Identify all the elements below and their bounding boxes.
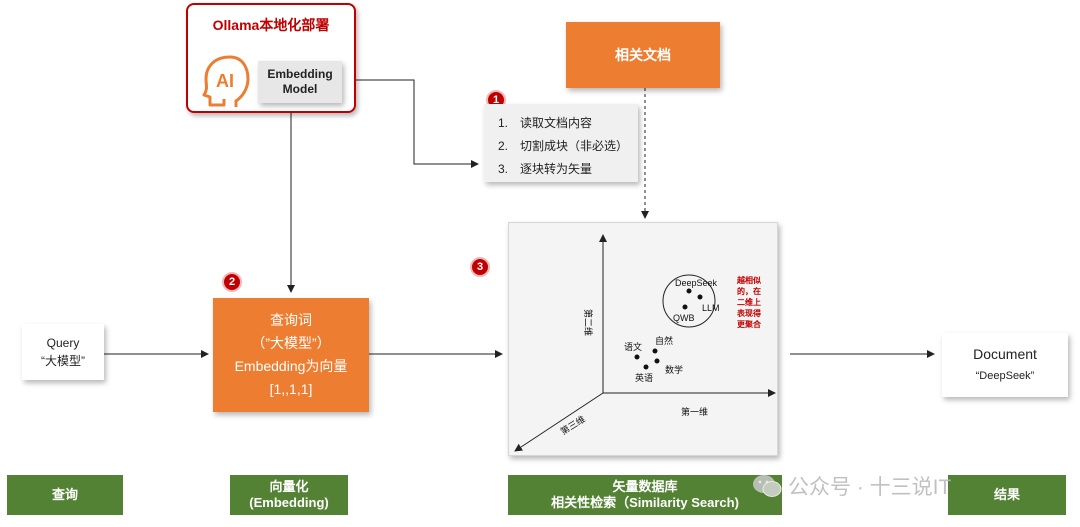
step-number: 3. bbox=[498, 162, 509, 176]
stage-sublabel: (Embedding) bbox=[249, 495, 329, 510]
ollama-title: Ollama本地化部署 bbox=[212, 17, 330, 33]
watermark-text: 公众号 · 十三说IT bbox=[788, 476, 952, 499]
point-qwb bbox=[682, 304, 688, 310]
similarity-note: 越相似 的，在 二维上 表现得 更聚合 bbox=[736, 275, 762, 329]
step-badge-3: 3 bbox=[470, 257, 490, 277]
svg-text:二维上: 二维上 bbox=[737, 297, 761, 307]
processing-steps-box: 1. 读取文档内容 2. 切割成块（非必选） 3. 逐块转为矢量 bbox=[484, 104, 638, 182]
label-qwb: QWB bbox=[673, 313, 695, 323]
stage-embedding-bar: 向量化 (Embedding) bbox=[230, 475, 348, 515]
label-yingyu: 英语 bbox=[635, 372, 653, 383]
result-document-box: Document “DeepSeek” bbox=[942, 333, 1068, 397]
step-item-1: 1. 读取文档内容 bbox=[498, 114, 592, 131]
point-ziran bbox=[652, 348, 658, 354]
z-axis bbox=[514, 392, 604, 452]
embedding-vector-value: [1,,1,1] bbox=[269, 381, 313, 397]
embedding-model-line1: Embedding bbox=[267, 67, 333, 81]
query-title: Query bbox=[46, 336, 80, 350]
point-yingyu bbox=[643, 364, 649, 370]
point-deepseek bbox=[686, 288, 692, 294]
ai-head-icon: AI bbox=[202, 55, 250, 107]
result-title: Document bbox=[973, 346, 1037, 362]
vector-space-plot: DeepSeek LLM QWB 自然 语文 数学 英语 第一维 第三维 第二维… bbox=[514, 234, 776, 452]
stage-result-bar: 结果 bbox=[948, 475, 1066, 515]
wechat-icon bbox=[753, 475, 782, 497]
point-shuxue bbox=[654, 358, 660, 364]
svg-text:越相似: 越相似 bbox=[736, 275, 761, 285]
svg-text:表现得: 表现得 bbox=[736, 308, 761, 318]
label-llm: LLM bbox=[702, 303, 720, 313]
vector-space-panel: DeepSeek LLM QWB 自然 语文 数学 英语 第一维 第三维 第二维… bbox=[508, 222, 778, 456]
svg-text:的，在: 的，在 bbox=[737, 286, 761, 296]
svg-text:更聚合: 更聚合 bbox=[737, 319, 762, 329]
watermark: 公众号 · 十三说IT bbox=[752, 466, 1052, 506]
step-text: 读取文档内容 bbox=[520, 116, 593, 130]
stage-label: 查询 bbox=[51, 487, 78, 502]
embedding-line1: 查询词 bbox=[270, 312, 312, 328]
result-value: “DeepSeek” bbox=[975, 370, 1035, 382]
stage-label: 向量化 bbox=[269, 479, 309, 494]
step-text: 逐块转为矢量 bbox=[520, 162, 593, 176]
ollama-to-steps-arrow bbox=[342, 79, 479, 168]
stage-vector-db-bar: 矢量数据库 相关性检索（Similarity Search) bbox=[508, 475, 782, 515]
stage-label: 结果 bbox=[993, 487, 1020, 502]
related-docs-box: 相关文档 bbox=[566, 22, 720, 88]
embedding-model-line2: Model bbox=[282, 82, 318, 96]
query-box: Query “大模型” bbox=[22, 324, 104, 380]
y-axis-label: 第二维 bbox=[583, 309, 594, 336]
label-yuwen: 语文 bbox=[624, 341, 642, 352]
step-number: 1. bbox=[498, 116, 509, 130]
ollama-deployment-box: Ollama本地化部署 AI Embedding Model bbox=[186, 3, 356, 113]
point-llm bbox=[697, 294, 703, 300]
cluster-circle bbox=[662, 274, 716, 328]
related-docs-label: 相关文档 bbox=[615, 47, 671, 63]
embedding-line2: （”大模型”） bbox=[251, 335, 331, 351]
step-text: 切割成块（非必选） bbox=[520, 139, 629, 153]
svg-text:AI: AI bbox=[216, 71, 234, 91]
stage-sublabel: 相关性检索（Similarity Search) bbox=[551, 495, 739, 510]
x-axis-label: 第一维 bbox=[681, 406, 708, 417]
label-shuxue: 数学 bbox=[665, 364, 683, 375]
step-number: 2. bbox=[498, 139, 509, 153]
step-badge-2: 2 bbox=[222, 272, 242, 292]
stage-query-bar: 查询 bbox=[7, 475, 123, 515]
step-item-3: 3. 逐块转为矢量 bbox=[498, 160, 592, 177]
stage-label: 矢量数据库 bbox=[612, 479, 678, 494]
z-axis-label: 第三维 bbox=[558, 413, 587, 437]
step-item-2: 2. 切割成块（非必选） bbox=[498, 137, 628, 154]
embedding-model-label: Embedding Model bbox=[258, 61, 342, 103]
label-deepseek: DeepSeek bbox=[675, 278, 718, 288]
label-ziran: 自然 bbox=[655, 335, 673, 346]
embedding-box: 查询词 （”大模型”） Embedding为向量 [1,,1,1] bbox=[213, 298, 369, 412]
point-yuwen bbox=[634, 354, 640, 360]
embedding-line3: Embedding为向量 bbox=[234, 358, 348, 374]
query-value: “大模型” bbox=[41, 354, 85, 368]
